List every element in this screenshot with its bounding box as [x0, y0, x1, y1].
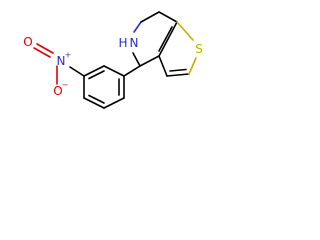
- bond-c7-c7a: [158, 11, 178, 23]
- atom-labels: S N H N + O O −: [23, 35, 203, 98]
- bond-n-o-top-double: [36, 43, 54, 54]
- nitro-o-bottom-charge: −: [62, 81, 69, 90]
- bond-ph2-ph3-inner: [88, 70, 105, 80]
- bond-c7a-c4a-inner: [158, 26, 173, 52]
- bond-c6-c7: [140, 11, 160, 23]
- bond-c2-s: [188, 57, 197, 75]
- sulfur-label: S: [195, 42, 203, 56]
- structure-diagram: S N H N + O O −: [23, 11, 203, 109]
- bond-n-o-top: [33, 47, 51, 58]
- bond-n-c6: [133, 21, 142, 33]
- bond-ph1-ph2: [103, 65, 125, 77]
- nitro-o-bottom-label: O: [53, 84, 62, 98]
- bond-ph4-ph5-inner: [88, 94, 105, 104]
- nitro-n-charge: +: [65, 51, 72, 60]
- bond-ph5-ph6: [103, 97, 125, 109]
- bond-c4-phenyl: [123, 65, 141, 77]
- bond-ph4-nitro: [69, 66, 85, 77]
- phenyl-bonds: [83, 65, 141, 109]
- bond-c7a-c4a: [158, 21, 178, 57]
- bond-ph2-ph3: [83, 65, 105, 77]
- bond-c4-n: [132, 52, 141, 67]
- nitro-o-top-label: O: [23, 35, 32, 49]
- amine-h-label: H: [118, 36, 127, 50]
- nitro-n-label: N: [57, 54, 66, 68]
- bond-c3-c2: [166, 73, 190, 77]
- bond-c4a-c3: [158, 55, 168, 77]
- amine-n-label: N: [130, 36, 139, 50]
- nitro-bonds: [33, 43, 85, 85]
- bond-c4-c4a: [139, 55, 160, 67]
- bond-ph4-ph5: [83, 97, 105, 109]
- bond-c3-c2-inner: [169, 68, 187, 72]
- core-bonds: [132, 11, 197, 77]
- bond-s-c7a: [176, 21, 194, 41]
